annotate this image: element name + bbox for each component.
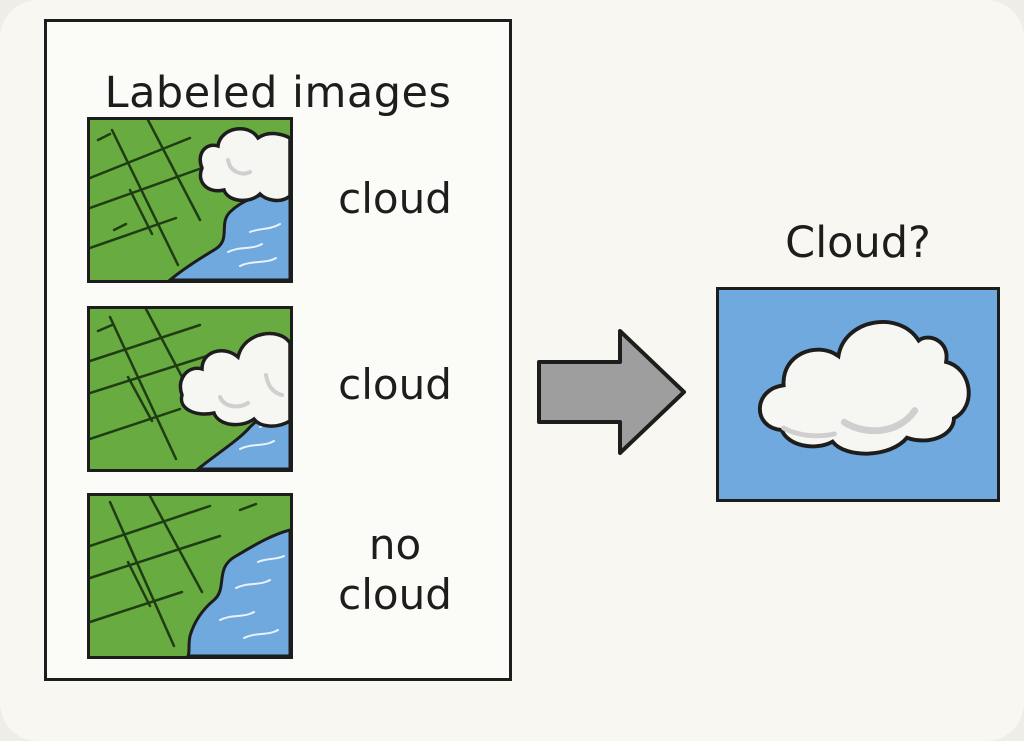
- label-line: cloud: [338, 360, 452, 409]
- query-title: Cloud?: [785, 218, 931, 268]
- panel-title: Labeled images: [104, 68, 452, 118]
- labeled-images-panel: Labeled images: [44, 19, 512, 681]
- label-line: cloud: [338, 174, 452, 223]
- label-line: cloud: [338, 570, 452, 620]
- right-arrow-icon: [537, 329, 686, 455]
- label-cloud-2: cloud: [315, 364, 475, 406]
- satellite-image-icon-3: [87, 493, 293, 659]
- label-cloud-1: cloud: [315, 178, 475, 220]
- label-no-cloud: no cloud: [315, 520, 475, 621]
- satellite-image-icon-1: [87, 117, 293, 283]
- label-line: no: [368, 520, 422, 569]
- satellite-image-icon-2: [87, 306, 293, 472]
- cloud-image-icon: [716, 287, 1000, 502]
